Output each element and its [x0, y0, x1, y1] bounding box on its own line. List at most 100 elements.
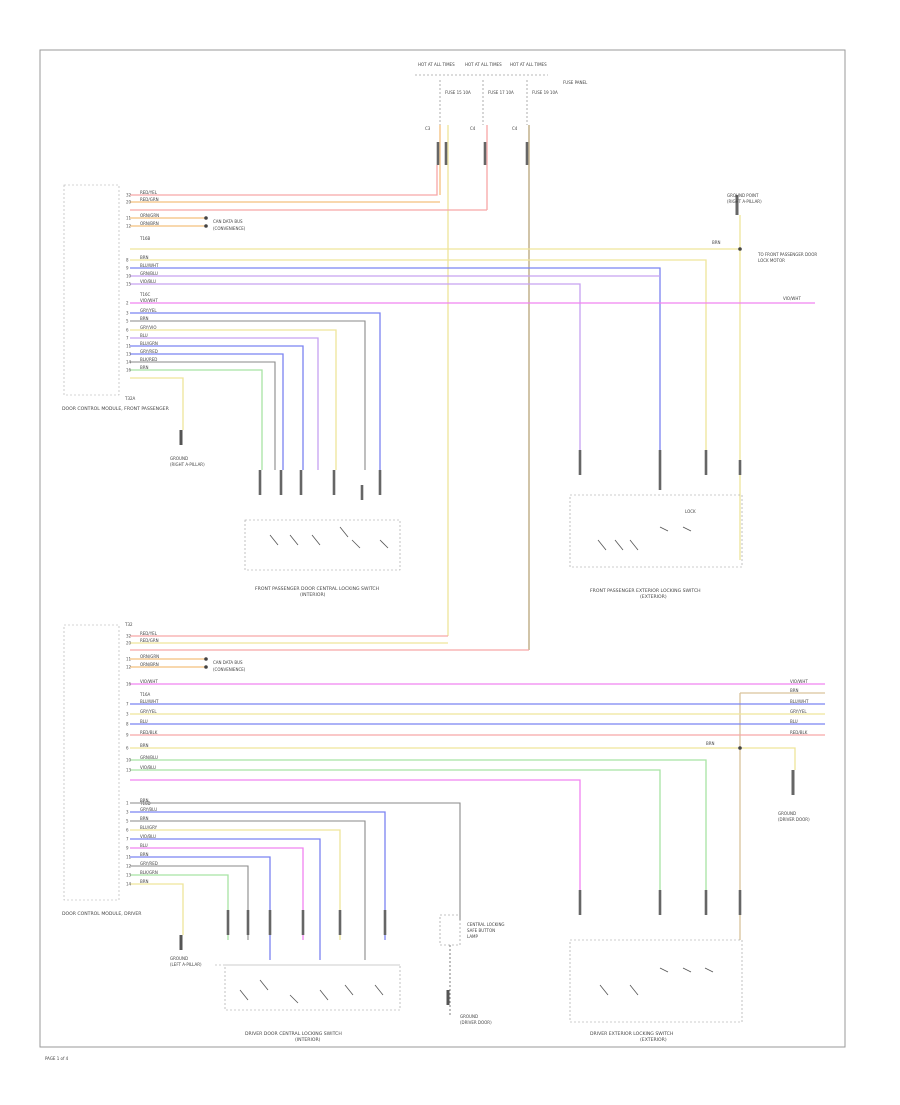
ground-top-label: GROUND POINT [727, 193, 759, 198]
fuse-panel: HOT AT ALL TIMES HOT AT ALL TIMES HOT AT… [415, 62, 588, 131]
front-ground-sub: (RIGHT A-PILLAR) [170, 462, 205, 467]
fuse-label-1: HOT AT ALL TIMES [418, 62, 455, 67]
right-connector-label: TO FRONT PASSENGER DOOR [757, 252, 817, 257]
rear-lower-wire-label: BLU/GRY [140, 825, 158, 830]
rear-lower-pin: 6 [126, 828, 129, 833]
front-lower-pin: 16 [126, 368, 132, 373]
rear-mid-pin: 6 [126, 746, 129, 751]
front-lower-wire-label: BLU [140, 333, 148, 338]
front-mid-pin: 8 [126, 258, 129, 263]
rear-can-label: CAN DATA BUS [213, 660, 243, 665]
front-lower-pin: 5 [126, 319, 129, 324]
front-lower-wire-label: BRN [140, 365, 149, 370]
rear-mid-wires: BRN [130, 692, 825, 940]
rear-mid-wire-label: BLU [140, 719, 148, 724]
rear-lower-wires: GROUND (LEFT A-PILLAR) [130, 802, 461, 967]
fuse-box-label: FUSE PANEL [563, 80, 588, 85]
front-inner-switch-name: FRONT PASSENGER DOOR CENTRAL LOCKING SWI… [255, 586, 379, 592]
fuse-name-2: FUSE 17 10A [488, 90, 514, 95]
rear-lower-pin: 5 [126, 819, 129, 824]
rear-module-name: DOOR CONTROL MODULE, DRIVER [62, 911, 142, 917]
rear-outer-switch-name: DRIVER EXTERIOR LOCKING SWITCH [590, 1031, 673, 1037]
rear-mid-pin: 7 [126, 702, 129, 707]
front-outer-switch-sub: (EXTERIOR) [640, 594, 667, 600]
front-module-name: DOOR CONTROL MODULE, FRONT PASSENGER [62, 406, 170, 412]
front-can-sub: (CONVENIENCE) [213, 226, 246, 231]
rear-upper-wire-label: ORN/GRN [140, 654, 159, 659]
rear-outer-switch: DRIVER EXTERIOR LOCKING SWITCH (EXTERIOR… [569, 890, 743, 1043]
rear-lower-pin: 12 [126, 864, 132, 869]
ground-top-wire: BRN [712, 240, 721, 245]
front-mid-wire-label: BRN [140, 255, 149, 260]
rear-upper-wire-label: ORN/BRN [140, 662, 159, 667]
page-number: PAGE 1 of 4 [45, 1056, 69, 1061]
rear-ground-label: GROUND [778, 811, 796, 816]
fuse-conn-1: C3 [425, 126, 431, 131]
front-lower-wire-label: VIO/WHT [140, 298, 158, 303]
front-upper-pin: 20 [126, 200, 132, 205]
rear-ground-sub: (DRIVER DOOR) [778, 817, 810, 822]
rear-lower-pin: 7 [126, 837, 129, 842]
central-lock-ground: GROUND [460, 1014, 478, 1019]
rear-mid-pin: 8 [126, 722, 129, 727]
fuse-conn-2: C4 [470, 126, 476, 131]
rear-mid-pin: 9 [126, 733, 129, 738]
rear-upper-wire-label: VIO/WHT [140, 679, 158, 684]
front-upper-wire-label: ORN/GRN [140, 213, 159, 218]
rear-right-wire-label: RED/BLK [790, 730, 808, 735]
fuse-conn-3: C4 [512, 126, 518, 131]
front-mid-pin: 15 [126, 282, 132, 287]
front-upper-wires: CAN DATA BUS (CONVENIENCE) [130, 165, 487, 231]
rear-module-ground-label: GROUND [170, 956, 188, 961]
front-lock-motor-wire-label: VIO/WHT [783, 296, 801, 301]
rear-right-wire-label: GRY/YEL [790, 709, 807, 714]
front-lower-wire-label: BRN [140, 316, 149, 321]
rear-mid-wire-label: VIO/BLU [140, 765, 156, 770]
rear-lower-wire-label: BRN [140, 798, 149, 803]
rear-upper-conn: T32 [124, 622, 133, 627]
front-outer-near-label: LOCK [685, 509, 696, 514]
front-lower-pin: 7 [126, 336, 129, 341]
rear-mid-wire-label: GRY/YEL [140, 709, 157, 714]
front-mid-wire-label: VIO/BLU [140, 279, 156, 284]
ground-top: GROUND POINT (RIGHT A-PILLAR) BRN TO FRO… [712, 193, 817, 560]
front-upper-pin: 12 [126, 224, 132, 229]
front-can-label: CAN DATA BUS [213, 219, 243, 224]
rear-inner-switch-sub: (INTERIOR) [295, 1037, 321, 1043]
rear-right-wire-label: BLU/WHT [790, 699, 809, 704]
rear-lower-wire-label: GRY/BLU [140, 807, 157, 812]
rear-right-wire-label: VIO/WHT [790, 679, 808, 684]
rear-lower-pin: 3 [126, 810, 129, 815]
front-inner-switch: FRONT PASSENGER DOOR CENTRAL LOCKING SWI… [244, 470, 401, 598]
front-lower-pin: 11 [126, 344, 132, 349]
rear-mid-pin: 3 [126, 712, 129, 717]
fuse-label-3: HOT AT ALL TIMES [510, 62, 547, 67]
rear-upper-pin: 12 [126, 665, 132, 670]
rear-mid-wire-label: BLU/WHT [140, 699, 159, 704]
front-lock-motor-wire: VIO/WHT [130, 296, 815, 304]
front-mid-pin: 9 [126, 266, 129, 271]
front-mid-wires [130, 248, 740, 470]
fuse-name-3: FUSE 19 10A [532, 90, 558, 95]
front-lower-wire-label: BLK/RED [140, 357, 157, 362]
front-lower-wire-label: GRY/YEL [140, 308, 157, 313]
rear-lower-wire-label: BRN [140, 879, 149, 884]
rear-upper-wires: CAN DATA BUS (CONVENIENCE) [130, 635, 825, 685]
front-mid-wire-label: GRN/BLU [140, 271, 158, 276]
rear-upper-wire-label: RED/YEL [140, 631, 158, 636]
rear-mid-pin: 10 [126, 758, 132, 763]
front-upper-conn: T32A [124, 396, 136, 401]
central-lock-sub2: LAMP [467, 934, 479, 939]
central-lock-ground-sub: (DRIVER DOOR) [460, 1020, 492, 1025]
rear-lower-wire-label: GRY/RED [140, 861, 158, 866]
rear-upper-wire-label: RED/GRN [140, 638, 159, 643]
front-upper-pin: 32 [126, 193, 132, 198]
rear-lower-pin: 11 [126, 855, 132, 860]
front-upper-wire-label: RED/YEL [140, 190, 158, 195]
front-lower-pin: 3 [126, 311, 129, 316]
fuse-connector-stubs [436, 142, 529, 165]
central-lock-sub: SAFE BUTTON [467, 928, 495, 933]
front-upper-wire-label: RED/GRN [140, 197, 159, 202]
rear-upper-pin: 20 [126, 641, 132, 646]
